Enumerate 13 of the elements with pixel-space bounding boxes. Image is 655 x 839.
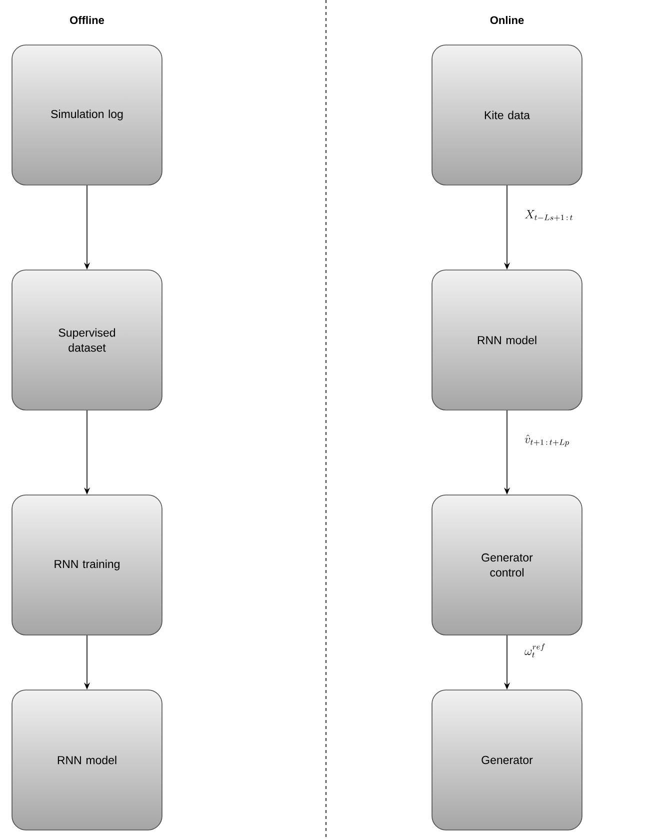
process-box: RNN model [12, 690, 162, 830]
edge-label: $\omega^{ref}_{t}$ [524, 644, 545, 658]
process-box: RNN model [432, 270, 582, 410]
column-heading: Offline [70, 16, 104, 24]
edge-label: $\hat{v}_{t+1\,:\,t+Lp}$ [524, 434, 569, 446]
edge-label: $X_{t-Ls+1\,:\,t}$ [524, 210, 573, 221]
process-box: Supervised dataset [12, 270, 162, 410]
column-heading: Online [490, 16, 524, 24]
process-box: Kite data [432, 44, 582, 186]
process-box: Generator [432, 690, 582, 830]
process-box: RNN training [12, 494, 162, 636]
process-box: Simulation log [12, 44, 162, 186]
process-box: Generator control [432, 494, 582, 636]
